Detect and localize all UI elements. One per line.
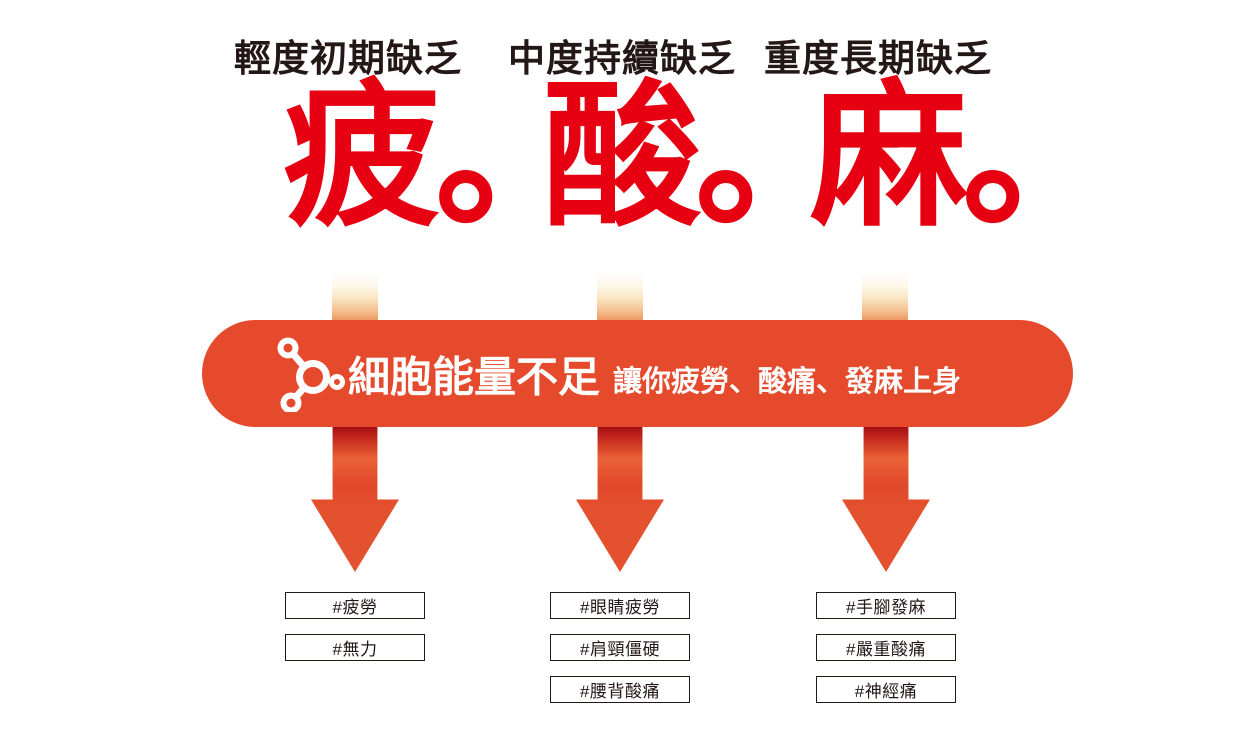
symptom-tag: #肩頸僵硬 (550, 634, 690, 661)
down-arrow (842, 427, 930, 572)
down-arrow (311, 427, 399, 572)
banner-subtitle: 讓你疲勞、酸痛、發麻上身 (613, 365, 962, 398)
connector-gradient-bar (597, 272, 643, 320)
column-header-severe: 重度長期缺乏 (764, 38, 992, 79)
symptom-tag: #腰背酸痛 (550, 676, 690, 703)
symptom-tag: #神經痛 (816, 676, 956, 703)
symptom-tag: #眼睛疲勞 (550, 592, 690, 619)
connector-gradient-bar (332, 272, 378, 320)
symptom-tag: #疲勞 (285, 592, 425, 619)
down-arrow (576, 427, 664, 572)
symptom-char-numbness: 麻。 (810, 69, 1120, 245)
molecule-icon (277, 337, 345, 412)
symptom-tag: #無力 (285, 634, 425, 661)
symptom-tag: #嚴重酸痛 (816, 634, 956, 661)
symptom-tag: #手腳發麻 (816, 592, 956, 619)
banner-title: 細胞能量不足 (348, 353, 601, 400)
connector-gradient-bar (862, 272, 908, 320)
message-banner: 細胞能量不足 讓你疲勞、酸痛、發麻上身 (202, 320, 1073, 427)
symptom-char-soreness: 酸。 (543, 69, 853, 245)
column-header-mild: 輕度初期缺乏 (234, 38, 462, 79)
symptom-char-fatigue: 疲。 (283, 69, 593, 245)
column-header-moderate: 中度持續缺乏 (508, 38, 736, 79)
